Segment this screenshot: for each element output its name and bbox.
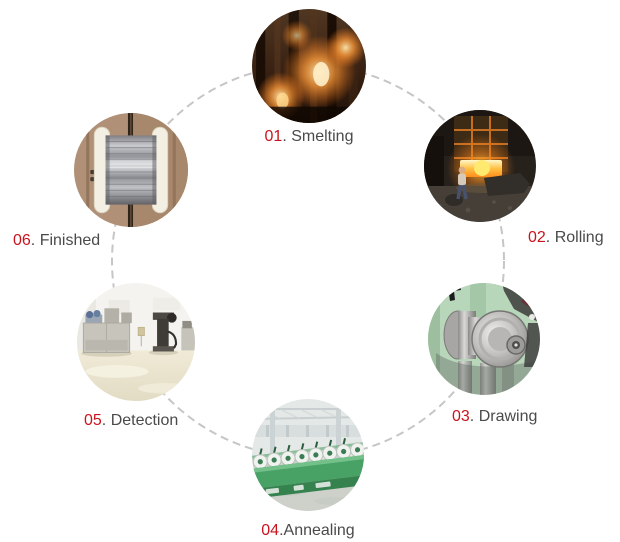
step-name: . Rolling xyxy=(545,229,604,246)
finished-photo xyxy=(74,113,188,227)
step-name: . Finished xyxy=(30,232,101,249)
step-label-detection: 05. Detection xyxy=(84,411,178,430)
step-number: 04 xyxy=(261,522,280,539)
step-label-drawing: 03. Drawing xyxy=(452,407,537,426)
step-number: 03 xyxy=(452,408,470,425)
step-label-annealing: 04.Annealing xyxy=(252,521,364,540)
step-number: 05 xyxy=(84,412,102,429)
annealing-machine xyxy=(252,437,364,500)
step-label-finished: 06. Finished xyxy=(13,231,100,250)
detection-photo xyxy=(77,283,195,401)
step-name: . Smelting xyxy=(282,128,354,145)
step-number: 02 xyxy=(528,229,546,246)
smelting-photo xyxy=(252,9,366,123)
step-number: 01 xyxy=(264,128,283,145)
step-name: . Drawing xyxy=(469,408,538,425)
smelting-image xyxy=(252,9,366,123)
rolling-image xyxy=(424,110,536,222)
annealing-photo xyxy=(252,399,364,511)
rolling-photo xyxy=(424,110,536,222)
step-name: . Detection xyxy=(101,412,179,429)
step-label-rolling: 02. Rolling xyxy=(528,228,604,247)
detection-image xyxy=(77,283,195,401)
annealing-image xyxy=(252,399,364,511)
step-number: 06 xyxy=(13,232,31,249)
drawing-image xyxy=(428,283,540,395)
worker-figure xyxy=(456,166,468,200)
finished-image xyxy=(74,113,188,227)
step-label-smelting: 01. Smelting xyxy=(252,127,366,146)
drawing-photo xyxy=(428,283,540,395)
step-name: .Annealing xyxy=(279,522,355,539)
